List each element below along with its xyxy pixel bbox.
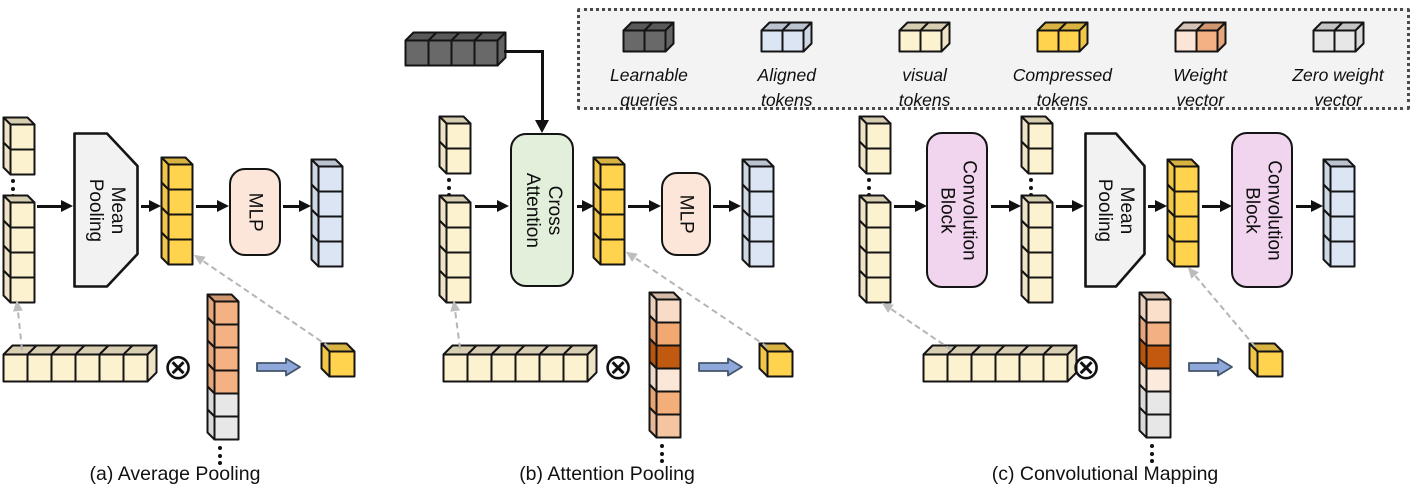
legend-box: Learnable queries Aligned tokens visual … xyxy=(577,8,1410,110)
legend-item-compressed-tokens: Compressed tokens xyxy=(993,21,1131,113)
legend-label: Zero weight vector xyxy=(1292,65,1384,110)
zero-weight-vector-icon xyxy=(1312,21,1365,58)
weight-vector-column xyxy=(206,293,240,446)
flow-arrow xyxy=(196,200,229,212)
convolution-block-label: Convolution Block xyxy=(936,159,980,261)
block-arrow xyxy=(698,357,743,377)
visual-tokens-row xyxy=(922,344,1078,388)
visual-tokens-stack xyxy=(858,194,892,309)
aligned-tokens-stack xyxy=(741,158,775,273)
visual-tokens-icon xyxy=(898,21,951,58)
weight-vector-column xyxy=(648,291,682,444)
legend-item-aligned-tokens: Aligned tokens xyxy=(718,21,856,113)
caption: (c) Convolutional Mapping xyxy=(991,463,1219,485)
weight-vector-icon xyxy=(1174,21,1227,58)
visual-tokens-stack xyxy=(2,116,36,181)
connector-line xyxy=(541,50,544,121)
flow-arrow xyxy=(1296,200,1323,212)
visual-tokens-row xyxy=(442,344,598,388)
mlp-label: MLP xyxy=(676,194,698,234)
aligned-tokens-icon xyxy=(760,21,813,58)
compressed-tokens-stack xyxy=(592,156,626,271)
ellipsis-dots xyxy=(218,446,222,465)
compressed-tokens-stack xyxy=(1166,158,1200,273)
mlp-label: MLP xyxy=(245,192,267,232)
otimes-operator: ⊗ xyxy=(1071,347,1102,388)
flow-arrow xyxy=(283,200,311,212)
connector-arrowhead xyxy=(535,120,549,133)
mean-pooling-shape xyxy=(1084,132,1146,288)
aligned-tokens-stack xyxy=(310,158,344,273)
dashed-arrow xyxy=(882,303,952,351)
flow-arrow xyxy=(1202,200,1232,212)
dashed-arrow xyxy=(453,302,462,349)
flow-arrow xyxy=(628,200,661,212)
block-arrow xyxy=(256,357,301,377)
flow-arrow xyxy=(894,200,927,212)
otimes-operator: ⊗ xyxy=(603,347,634,388)
flow-arrow xyxy=(475,200,509,212)
legend-item-learnable-queries: Learnable queries xyxy=(580,21,718,113)
convolution-block-label: Convolution Block xyxy=(1241,159,1285,261)
mean-pooling-block: Mean Pooling xyxy=(73,132,139,288)
ellipsis-dots xyxy=(660,444,664,463)
mean-pooling-block: Mean Pooling xyxy=(1084,132,1146,288)
cross-attention-label: Cross Attention xyxy=(521,172,565,248)
compressed-tokens-stack xyxy=(160,156,194,271)
dashed-arrow xyxy=(16,302,24,350)
flow-arrow xyxy=(37,200,73,212)
connector-line xyxy=(504,50,544,53)
mean-pooling-label: Mean Pooling xyxy=(84,178,129,242)
compressed-token-cube xyxy=(320,342,356,383)
otimes-operator: ⊗ xyxy=(163,347,194,388)
legend-item-zero-weight-vector: Zero weight vector xyxy=(1269,21,1407,113)
visual-tokens-stack xyxy=(858,115,892,180)
mlp-block: MLP xyxy=(661,172,711,256)
legend-label: Learnable queries xyxy=(609,65,688,110)
cross-attention-block: Cross Attention xyxy=(510,133,574,287)
compressed-token-cube xyxy=(1248,342,1284,383)
flow-arrow xyxy=(1148,200,1167,212)
convolution-block-1: Convolution Block xyxy=(926,132,988,288)
visual-tokens-stack xyxy=(1020,115,1054,180)
mean-pooling-label: Mean Pooling xyxy=(1094,178,1138,242)
flow-arrow xyxy=(991,200,1021,212)
aligned-tokens-stack xyxy=(1322,158,1356,273)
legend-label: Compressed tokens xyxy=(1012,65,1112,110)
ellipsis-dots xyxy=(1150,444,1154,463)
flow-arrow xyxy=(577,200,594,212)
compressed-token-cube xyxy=(758,342,794,383)
mean-pooling-shape xyxy=(73,132,139,288)
convolution-block-2: Convolution Block xyxy=(1231,132,1293,288)
visual-tokens-stack xyxy=(2,194,36,309)
visual-tokens-stack xyxy=(1020,194,1054,309)
flow-arrow xyxy=(1056,200,1084,212)
legend-label: Weight vector xyxy=(1173,65,1228,110)
visual-tokens-row xyxy=(2,344,158,388)
weight-vector-column xyxy=(1138,291,1172,444)
caption: (b) Attention Pooling xyxy=(519,463,695,485)
caption: (a) Average Pooling xyxy=(89,463,261,485)
block-arrow xyxy=(1188,357,1233,377)
compressed-tokens-icon xyxy=(1036,21,1089,58)
visual-tokens-stack xyxy=(438,115,472,180)
learnable-queries-row xyxy=(404,31,507,72)
flow-arrow xyxy=(713,200,741,212)
learnable-queries-icon xyxy=(622,21,675,58)
legend-label: Aligned tokens xyxy=(757,65,816,110)
visual-tokens-stack xyxy=(438,194,472,309)
legend-item-visual-tokens: visual tokens xyxy=(856,21,994,113)
flow-arrow xyxy=(141,200,161,212)
legend-label: visual tokens xyxy=(898,65,951,110)
legend-item-weight-vector: Weight vector xyxy=(1131,21,1269,113)
mlp-block: MLP xyxy=(229,168,281,256)
